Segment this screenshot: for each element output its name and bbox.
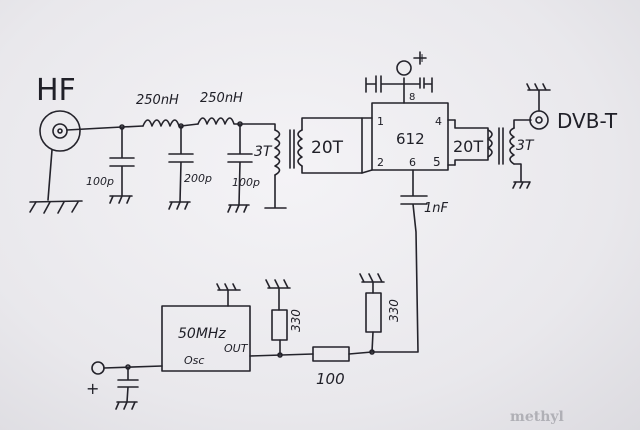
resistor-330-right (359, 273, 385, 355)
ic-pin4: 4 (435, 115, 442, 128)
res-330-right-label: 330 (387, 299, 401, 322)
l2-label: 250nH (200, 91, 243, 106)
capacitor-c1 (109, 124, 135, 204)
ic-pin2: 2 (377, 156, 384, 169)
c1-label: 100p (86, 175, 114, 188)
capacitor-c3 (227, 121, 253, 213)
ic-part-label: 612 (396, 130, 425, 148)
c2-label: 200p (184, 172, 212, 185)
ic-pin5: 5 (433, 155, 441, 169)
vcc-label: + (417, 51, 427, 65)
l1-label: 250nH (136, 93, 179, 108)
inductor-l1 (121, 119, 182, 128)
ic-pin6: 6 (409, 156, 416, 169)
res-330-left-label: 330 (289, 309, 303, 332)
res-100-label: 100 (316, 370, 345, 388)
osc-freq-label: 50MHz (178, 326, 226, 342)
transformer-t1 (239, 117, 363, 209)
resistor-330-left (265, 279, 291, 358)
capacitor-c2 (168, 123, 194, 210)
ic-pin1: 1 (377, 115, 384, 128)
t2-secondary-label: 3T (516, 138, 535, 154)
t1-primary-label: 3T (254, 144, 273, 160)
supply-decoupling (365, 51, 433, 104)
hf-label: HF (36, 73, 76, 108)
mixer-ic-612 (361, 102, 456, 174)
transformer-t2 (454, 119, 532, 189)
c3-label: 100p (232, 176, 260, 189)
inductor-l2 (180, 117, 241, 127)
t1-secondary-label: 20T (311, 138, 344, 158)
supply-plus-label: + (86, 379, 99, 398)
osc-pin-label: Osc (184, 354, 204, 367)
watermark: methyl (510, 409, 564, 425)
cap-1nf-label: 1nF (424, 201, 449, 216)
dvbt-output-connector (526, 83, 551, 130)
oscillator-supply-input (91, 361, 163, 410)
resistor-100 (312, 346, 373, 362)
hf-input-connector (29, 110, 123, 214)
t2-primary-label: 20T (453, 137, 483, 156)
ic-pin8: 8 (409, 92, 415, 103)
dvbt-label: DVB-T (557, 109, 618, 133)
out-pin-label: OUT (224, 342, 249, 355)
capacitor-1nf (371, 169, 428, 353)
